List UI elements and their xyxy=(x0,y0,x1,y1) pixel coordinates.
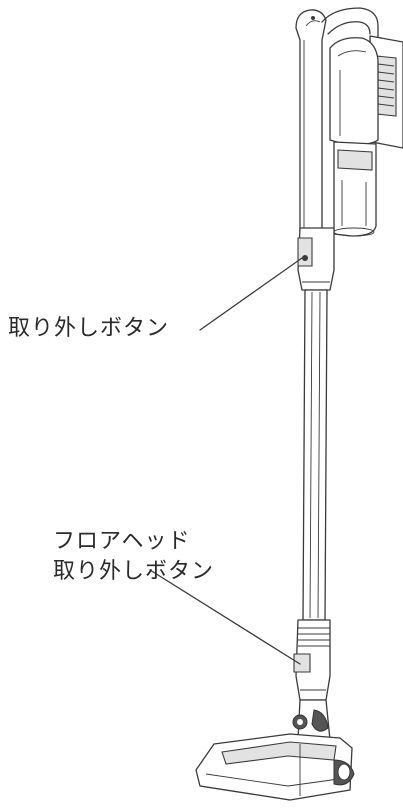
leader-line-detach-button xyxy=(199,257,303,331)
extension-pipe xyxy=(302,289,328,621)
pipe-lower-joint xyxy=(293,619,331,701)
vacuum-handle xyxy=(295,7,379,233)
leader-line-floor-head-button xyxy=(149,569,301,665)
swivel-neck xyxy=(292,699,331,741)
floor-head-label-line1: フロアヘッド xyxy=(53,529,191,554)
dust-cup xyxy=(333,141,377,237)
floor-head xyxy=(195,733,355,801)
detach-button-label: 取り外しボタン xyxy=(8,316,170,341)
motor-housing xyxy=(329,37,379,146)
floor-head-label-line2: 取り外しボタン xyxy=(53,559,215,584)
main-body-column xyxy=(297,227,335,291)
